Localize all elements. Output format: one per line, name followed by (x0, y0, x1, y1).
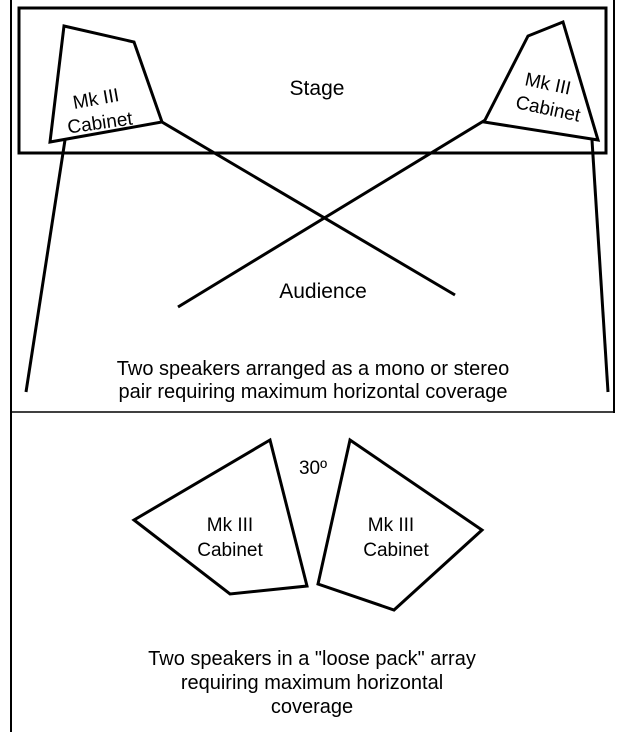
top-caption-line1: Two speakers arranged as a mono or stere… (117, 358, 509, 380)
right-cabinet-coverage-line (177, 106, 506, 309)
loose-pack-right-cabinet: Mk III Cabinet (316, 437, 485, 612)
left-outer-coverage-line (24, 139, 67, 393)
top-caption-line2: pair requiring maximum horizontal covera… (118, 381, 507, 403)
stage-outline (17, 6, 608, 155)
loose-pack-left-cabinet: Mk III Cabinet (131, 437, 309, 596)
loose-pack-left-cabinet-shape (131, 437, 309, 596)
stage-label: Stage (290, 77, 345, 100)
right-mk3-cabinet: Mk III Cabinet (481, 19, 601, 142)
bottom-caption-line1: Two speakers in a "loose pack" array (148, 648, 476, 670)
left-mk3-cabinet: Mk III Cabinet (48, 24, 164, 144)
bottom-caption-line2: requiring maximum horizontal (181, 672, 443, 694)
right-cabinet-shape (481, 19, 601, 142)
loose-pack-right-label-line2: Cabinet (363, 540, 429, 561)
loose-pack-right-label-line1: Mk III (368, 515, 414, 536)
stereo-pair-diagram: Stage Mk III Cabinet Mk III Cabinet Audi… (10, 0, 615, 413)
left-cabinet-shape (48, 24, 164, 144)
loose-pack-left-label-line2: Cabinet (197, 540, 263, 561)
audience-label: Audience (279, 280, 367, 303)
angle-label: 30º (299, 458, 327, 479)
loose-pack-diagram: Mk III Cabinet Mk III Cabinet 30º Two sp… (10, 413, 485, 732)
right-outer-coverage-line (590, 139, 610, 393)
loose-pack-left-label-line1: Mk III (207, 515, 253, 536)
left-cabinet-coverage-line (144, 110, 456, 297)
loose-pack-right-cabinet-shape (316, 437, 485, 612)
bottom-caption-line3: coverage (271, 696, 353, 718)
